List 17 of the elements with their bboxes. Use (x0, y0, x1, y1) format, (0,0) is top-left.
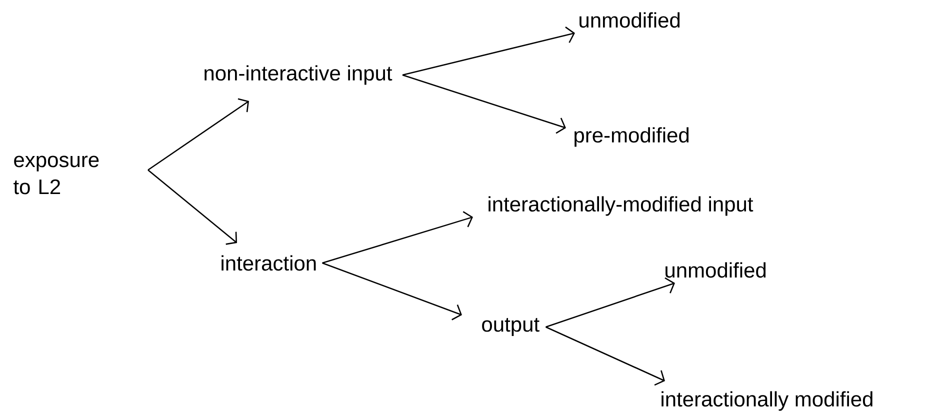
arrow (546, 326, 665, 386)
arrow (402, 26, 575, 76)
text-label: pre-modified (574, 127, 689, 147)
text-label: unmodified (666, 262, 766, 278)
arrow (402, 74, 566, 134)
arrow (148, 98, 249, 171)
arrow (546, 277, 675, 328)
arrow (322, 211, 473, 264)
text-label: non-interactive input (204, 65, 392, 85)
text-label: interactionally-modified input (488, 196, 754, 216)
arrow (322, 262, 462, 320)
text-label: exposure to L2 (14, 156, 99, 194)
text-label: interactionally modified (662, 391, 872, 411)
text-label: unmodified (580, 12, 680, 28)
text-label: output (482, 318, 540, 336)
text-label: interaction (222, 255, 316, 271)
arrow (148, 170, 238, 245)
